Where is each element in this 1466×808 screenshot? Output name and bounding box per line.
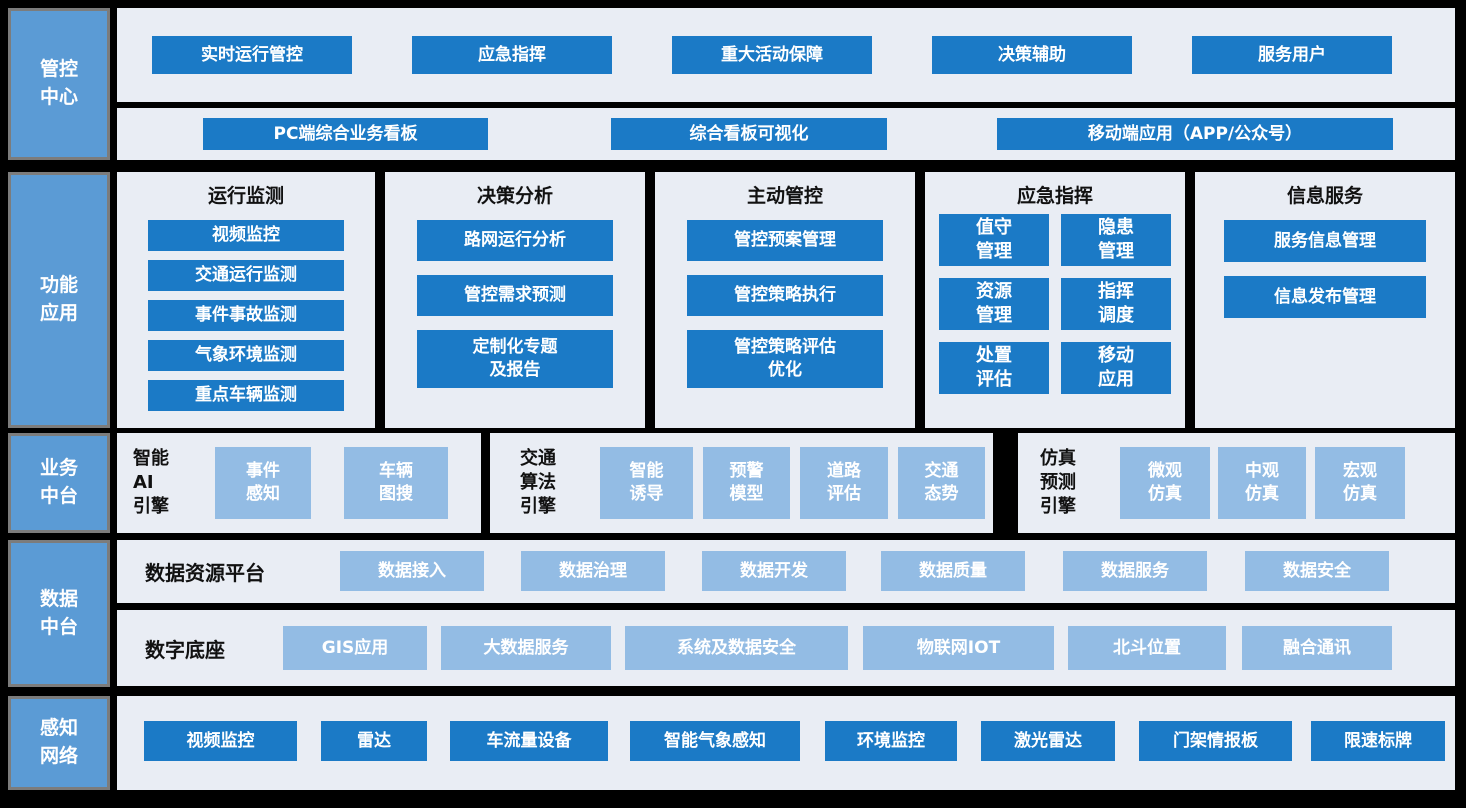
- block-data-access: 数据接入: [340, 551, 484, 591]
- sidebar-item-perception-network: 感知 网络: [8, 696, 110, 790]
- block-traffic-flow-device: 车流量设备: [450, 721, 608, 761]
- block-duty-management: 值守 管理: [939, 214, 1049, 266]
- engine-label: 仿真 预测 引擎: [1040, 447, 1076, 518]
- function-panel-active-control: 主动管控 管控预案管理 管控策略执行 管控策略评估 优化: [655, 172, 915, 428]
- block-realtime-operation-control: 实时运行管控: [152, 36, 352, 74]
- block-converged-comms: 融合通讯: [1242, 626, 1392, 670]
- block-control-demand-forecast: 管控需求预测: [417, 275, 613, 316]
- sidebar-item-function-apps: 功能 应用: [8, 172, 110, 428]
- block-road-network-analysis: 路网运行分析: [417, 220, 613, 261]
- block-video-monitoring: 视频监控: [148, 220, 344, 251]
- block-data-service: 数据服务: [1063, 551, 1207, 591]
- block-gis-application: GIS应用: [283, 626, 427, 670]
- panel-title: 信息服务: [1286, 185, 1363, 207]
- block-service-users: 服务用户: [1192, 36, 1392, 74]
- block-micro-simulation: 微观 仿真: [1120, 447, 1210, 519]
- business-panel-sim-engine: 仿真 预测 引擎 微观 仿真 中观 仿真 宏观 仿真: [1018, 433, 1455, 533]
- block-system-data-security: 系统及数据安全: [625, 626, 848, 670]
- block-resource-management: 资源 管理: [939, 278, 1049, 330]
- block-data-quality: 数据质量: [881, 551, 1025, 591]
- block-traffic-situation: 交通 态势: [898, 447, 985, 519]
- block-info-publish-management: 信息发布管理: [1224, 276, 1426, 318]
- block-vehicle-image-search: 车辆 图搜: [344, 447, 448, 519]
- block-warning-model: 预警 模型: [703, 447, 790, 519]
- block-smart-guidance: 智能 诱导: [600, 447, 693, 519]
- block-data-governance: 数据治理: [521, 551, 665, 591]
- business-panel-ai-engine: 智能 AI 引擎 事件 感知 车辆 图搜: [117, 433, 481, 533]
- block-service-info-management: 服务信息管理: [1224, 220, 1426, 262]
- perception-panel: 视频监控 雷达 车流量设备 智能气象感知 环境监控 激光雷达 门架情报板 限速标…: [117, 696, 1455, 790]
- block-speed-limit-sign: 限速标牌: [1311, 721, 1445, 761]
- block-traffic-operation-monitoring: 交通运行监测: [148, 260, 344, 291]
- control-center-row1-panel: 实时运行管控 应急指挥 重大活动保障 决策辅助 服务用户: [117, 8, 1455, 102]
- block-dashboard-visualization: 综合看板可视化: [611, 118, 887, 150]
- block-radar: 雷达: [321, 721, 427, 761]
- sidebar-item-data-platform: 数据 中台: [8, 540, 110, 687]
- panel-title: 决策分析: [476, 185, 553, 207]
- block-mobile-application: 移动 应用: [1061, 342, 1171, 394]
- data-panel-digital-base: 数字底座 GIS应用 大数据服务 系统及数据安全 物联网IOT 北斗位置 融合通…: [117, 610, 1455, 686]
- block-disposal-evaluation: 处置 评估: [939, 342, 1049, 394]
- block-key-vehicle-monitoring: 重点车辆监测: [148, 380, 344, 411]
- block-smart-weather-sensing: 智能气象感知: [630, 721, 800, 761]
- block-video-surveillance: 视频监控: [144, 721, 297, 761]
- block-control-strategy-execution: 管控策略执行: [687, 275, 883, 316]
- block-control-strategy-evaluation: 管控策略评估 优化: [687, 330, 883, 388]
- block-custom-reports: 定制化专题 及报告: [417, 330, 613, 388]
- block-incident-monitoring: 事件事故监测: [148, 300, 344, 331]
- function-panel-monitoring: 运行监测 视频监控 交通运行监测 事件事故监测 气象环境监测 重点车辆监测: [117, 172, 375, 428]
- sidebar-item-business-platform: 业务 中台: [8, 433, 110, 533]
- row-title: 数字底座: [145, 637, 225, 662]
- business-panel-algo-engine: 交通 算法 引擎 智能 诱导 预警 模型 道路 评估 交通 态势: [490, 433, 993, 533]
- block-environment-monitoring: 环境监控: [825, 721, 957, 761]
- data-panel-resource-platform: 数据资源平台 数据接入 数据治理 数据开发 数据质量 数据服务 数据安全: [117, 540, 1455, 603]
- block-decision-assist: 决策辅助: [932, 36, 1132, 74]
- engine-label: 智能 AI 引擎: [133, 447, 169, 518]
- block-lidar: 激光雷达: [981, 721, 1115, 761]
- sidebar-item-control-center: 管控 中心: [8, 8, 110, 160]
- block-command-dispatch: 指挥 调度: [1061, 278, 1171, 330]
- block-event-perception: 事件 感知: [215, 447, 311, 519]
- panel-title: 主动管控: [746, 185, 823, 207]
- block-big-data-service: 大数据服务: [441, 626, 611, 670]
- block-iot: 物联网IOT: [863, 626, 1054, 670]
- block-major-event-support: 重大活动保障: [672, 36, 872, 74]
- function-panel-emergency: 应急指挥 值守 管理 隐患 管理 资源 管理 指挥 调度 处置 评估 移动 应用: [925, 172, 1185, 428]
- block-data-development: 数据开发: [702, 551, 846, 591]
- block-hazard-management: 隐患 管理: [1061, 214, 1171, 266]
- block-data-security: 数据安全: [1245, 551, 1389, 591]
- control-center-row2-panel: PC端综合业务看板 综合看板可视化 移动端应用（APP/公众号）: [117, 108, 1455, 160]
- block-road-evaluation: 道路 评估: [800, 447, 888, 519]
- block-macro-simulation: 宏观 仿真: [1315, 447, 1405, 519]
- block-control-plan-management: 管控预案管理: [687, 220, 883, 261]
- block-beidou-position: 北斗位置: [1068, 626, 1226, 670]
- block-weather-env-monitoring: 气象环境监测: [148, 340, 344, 371]
- block-mobile-app: 移动端应用（APP/公众号）: [997, 118, 1393, 150]
- engine-label: 交通 算法 引擎: [520, 447, 556, 518]
- panel-title: 应急指挥: [1016, 185, 1093, 207]
- panel-title: 运行监测: [207, 185, 284, 207]
- row-title: 数据资源平台: [145, 561, 265, 585]
- block-emergency-command: 应急指挥: [412, 36, 612, 74]
- block-gantry-info-board: 门架情报板: [1139, 721, 1292, 761]
- function-panel-info-service: 信息服务 服务信息管理 信息发布管理: [1195, 172, 1455, 428]
- block-pc-dashboard: PC端综合业务看板: [203, 118, 488, 150]
- block-meso-simulation: 中观 仿真: [1218, 447, 1306, 519]
- function-panel-decision: 决策分析 路网运行分析 管控需求预测 定制化专题 及报告: [385, 172, 645, 428]
